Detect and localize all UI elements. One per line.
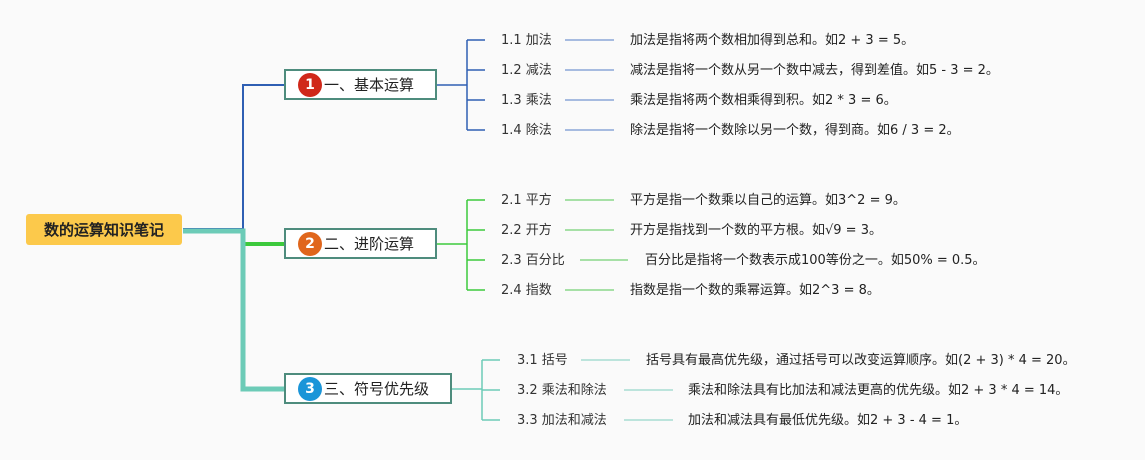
subtopic-3-1-label[interactable]: 3.1 括号	[517, 353, 568, 368]
subtopic-2-4-label[interactable]: 2.4 指数	[501, 283, 552, 298]
subtopic-1-1-description[interactable]: 加法是指将两个数相加得到总和。如2 + 3 = 5。	[630, 33, 915, 48]
root-to-branch-3-line	[183, 228, 284, 392]
subtopic-1-2-label[interactable]: 1.2 减法	[501, 63, 552, 78]
subtopic-2-1-description[interactable]: 平方是指一个数乘以自己的运算。如3^2 = 9。	[630, 193, 906, 208]
subtopic-2-2-description[interactable]: 开方是指找到一个数的平方根。如√9 = 3。	[630, 223, 882, 238]
branch-2-leader-lines	[565, 199, 628, 291]
branch-1-tree-line	[437, 39, 485, 131]
subtopic-2-3-description[interactable]: 百分比是指将一个数表示成100等份之一。如50% = 0.5。	[645, 253, 986, 268]
branch-3-topic[interactable]: 3 三、符号优先级	[284, 373, 452, 404]
branch-2-topic[interactable]: 2 二、进阶运算	[284, 228, 437, 259]
branch-1-topic[interactable]: 1 一、基本运算	[284, 69, 437, 100]
subtopic-1-4-description[interactable]: 除法是指将一个数除以另一个数，得到商。如6 / 3 = 2。	[630, 123, 960, 138]
number-2-badge-icon: 2	[298, 231, 322, 256]
subtopic-1-3-description[interactable]: 乘法是指将两个数相乘得到积。如2 * 3 = 6。	[630, 93, 897, 108]
root-topic[interactable]: 数的运算知识笔记	[26, 214, 182, 245]
subtopic-1-3-label[interactable]: 1.3 乘法	[501, 93, 552, 108]
subtopic-2-4-description[interactable]: 指数是指一个数的乘幂运算。如2^3 = 8。	[630, 283, 880, 298]
branch-3-title: 三、符号优先级	[324, 380, 430, 398]
branch-3-leader-lines	[581, 359, 673, 421]
subtopic-3-3-label[interactable]: 3.3 加法和减法	[517, 413, 607, 428]
subtopic-2-1-label[interactable]: 2.1 平方	[501, 193, 552, 208]
subtopic-1-4-label[interactable]: 1.4 除法	[501, 123, 552, 138]
number-1-badge-icon: 1	[298, 72, 322, 97]
subtopic-3-2-label[interactable]: 3.2 乘法和除法	[517, 383, 607, 398]
branch-1-title: 一、基本运算	[324, 76, 415, 94]
branch-2-title: 二、进阶运算	[324, 235, 415, 253]
subtopic-2-3-label[interactable]: 2.3 百分比	[501, 253, 565, 268]
subtopic-2-2-label[interactable]: 2.2 开方	[501, 223, 552, 238]
branch-1-leader-lines	[565, 39, 614, 131]
subtopic-3-3-description[interactable]: 加法和减法具有最低优先级。如2 + 3 - 4 = 1。	[688, 413, 968, 428]
subtopic-1-1-label[interactable]: 1.1 加法	[501, 33, 552, 48]
branch-3-tree-line	[452, 359, 500, 421]
branch-2-tree-line	[437, 199, 485, 291]
number-3-badge-icon: 3	[298, 376, 322, 401]
subtopic-3-1-description[interactable]: 括号具有最高优先级，通过括号可以改变运算顺序。如(2 + 3) * 4 = 20…	[646, 353, 1076, 368]
subtopic-1-2-description[interactable]: 减法是指将一个数从另一个数中减去，得到差值。如5 - 3 = 2。	[630, 63, 999, 78]
root-to-branch-1-line	[183, 84, 284, 230]
subtopic-3-2-description[interactable]: 乘法和除法具有比加法和减法更高的优先级。如2 + 3 * 4 = 14。	[688, 383, 1069, 398]
